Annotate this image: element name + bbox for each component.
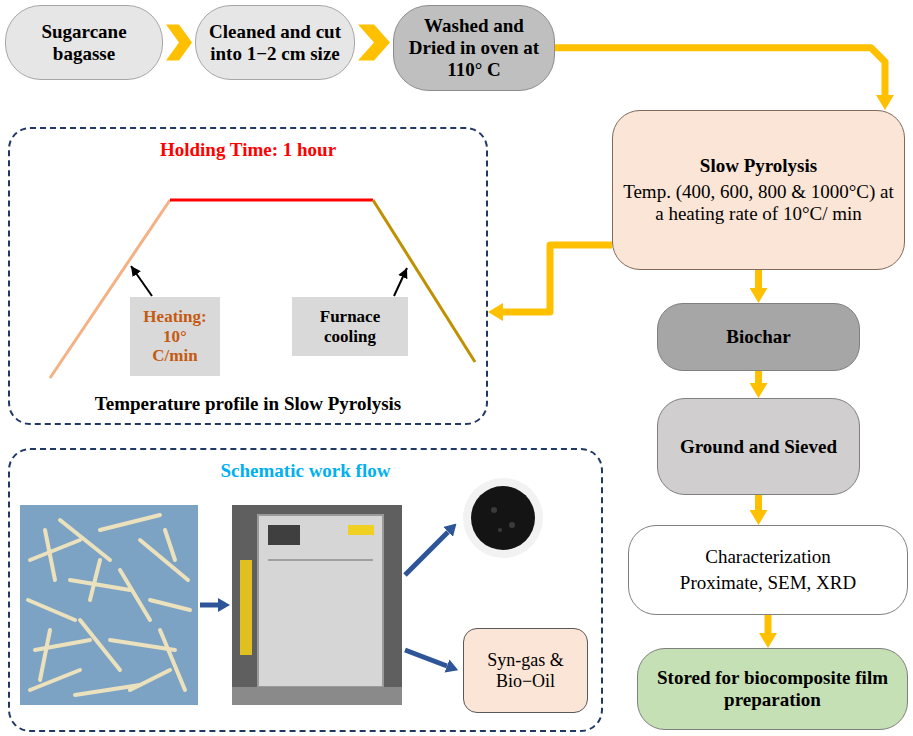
bagasse-photo — [130, 670, 170, 690]
process-box: Ground and Sieved — [657, 398, 860, 495]
biochar-photo — [471, 486, 535, 550]
bagasse-photo — [28, 600, 75, 620]
panel-heading: Holding Time: 1 hour — [160, 139, 336, 161]
flow-arrow — [503, 245, 612, 312]
temperature-profile-curve — [50, 200, 475, 378]
bagasse-photo — [90, 560, 100, 600]
process-box: Biochar — [657, 303, 860, 371]
flow-arrow — [405, 532, 448, 575]
furnace-photo — [232, 505, 402, 705]
box-label: Sugarcane bagasse — [16, 21, 152, 65]
chevron-arrow — [166, 25, 192, 61]
biochar-photo — [463, 478, 543, 558]
flow-arrow — [765, 615, 772, 633]
process-box: Stored for biocomposite film preparation — [637, 648, 908, 730]
box-label: Slow Pyrolysis — [700, 155, 817, 177]
panel-heading: Schematic work flow — [221, 460, 391, 482]
bagasse-photo — [70, 580, 130, 590]
chevron-arrow — [358, 25, 390, 61]
furnace-photo — [232, 687, 402, 705]
flow-arrow — [200, 532, 448, 666]
furnace-photo — [258, 515, 383, 687]
bagasse-photo — [45, 530, 55, 580]
process-box: Sugarcane bagasse — [5, 5, 163, 80]
bagasse-photo — [80, 620, 120, 670]
bagasse-photo — [140, 540, 188, 580]
box-label: Cleaned and cut into 1−2 cm size — [206, 21, 344, 65]
box-label: Biochar — [726, 326, 790, 348]
flow-arrow — [405, 650, 447, 666]
biochar-photo — [463, 478, 543, 558]
process-box: CharacterizationProximate, SEM, XRD — [628, 525, 908, 615]
bagasse-photo — [150, 600, 190, 610]
bagasse-photo — [160, 630, 185, 690]
biochar-photo — [491, 507, 497, 513]
pointer-arrow — [131, 266, 152, 296]
biochar-photo — [509, 522, 515, 528]
bagasse-photo — [28, 515, 190, 695]
text-holder: Schematic work flow — [10, 460, 601, 482]
furnace-photo — [232, 505, 402, 705]
flow-arrow — [200, 603, 218, 608]
box-body: Temp. (400, 600, 800 & 1000°C) at a heat… — [623, 181, 894, 225]
bagasse-photo — [30, 540, 80, 560]
process-box: Cleaned and cut into 1−2 cm size — [195, 5, 355, 80]
pointer-arrow — [394, 268, 407, 296]
callout-box: Furnace cooling — [292, 297, 408, 356]
box-body: Proximate, SEM, XRD — [680, 572, 856, 594]
bagasse-photo — [20, 505, 198, 705]
flow-arrow — [555, 48, 885, 95]
text-holder: Holding Time: 1 hour — [10, 139, 486, 161]
temperature-profile-curve — [170, 199, 373, 202]
box-label: Ground and Sieved — [680, 436, 837, 458]
bagasse-photo — [120, 570, 150, 620]
flow-arrow — [755, 495, 762, 510]
box-label: Characterization — [705, 546, 831, 568]
process-box: Slow PyrolysisTemp. (400, 600, 800 & 100… — [612, 110, 905, 270]
inset-panel: Schematic work flowSyn-gas & Bio−Oil — [8, 448, 603, 732]
bagasse-photo — [165, 530, 175, 560]
box-label: Washed and Dried in oven at 110° C — [404, 15, 544, 81]
bagasse-photo — [35, 640, 90, 650]
panel-caption: Temperature profile in Slow Pyrolysis — [95, 393, 401, 415]
box-label: Stored for biocomposite film preparation — [648, 667, 897, 711]
furnace-photo — [268, 559, 373, 561]
process-box: Washed and Dried in oven at 110° C — [393, 5, 555, 91]
box-label: Syn-gas & Bio−Oil — [474, 650, 577, 691]
bagasse-photo — [60, 520, 110, 560]
furnace-photo — [240, 560, 252, 655]
text-holder: Temperature profile in Slow Pyrolysis — [10, 393, 486, 415]
flow-arrow — [755, 371, 762, 383]
furnace-photo — [268, 525, 300, 545]
bagasse-photo — [100, 515, 160, 530]
biochar-photo — [498, 528, 502, 532]
box-label: Heating: 10° C/min — [140, 307, 210, 366]
furnace-photo — [348, 525, 374, 535]
pointer-arrow — [131, 266, 407, 296]
inset-panel: Holding Time: 1 hourTemperature profile … — [8, 127, 488, 425]
bagasse-photo — [20, 505, 198, 705]
callout-box: Heating: 10° C/min — [130, 297, 220, 376]
bagasse-photo — [40, 630, 50, 680]
flow-arrow — [755, 270, 762, 288]
box-label: Furnace cooling — [302, 307, 398, 346]
product-box: Syn-gas & Bio−Oil — [463, 628, 588, 713]
bagasse-photo — [30, 670, 80, 690]
